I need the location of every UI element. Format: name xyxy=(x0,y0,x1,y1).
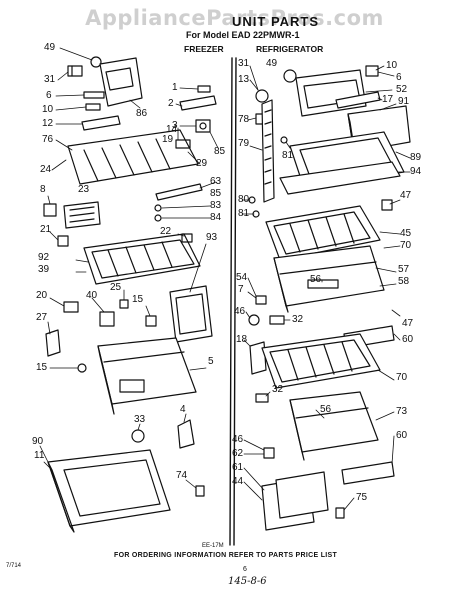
callout-number: 27 xyxy=(36,312,48,323)
callout-number: 58 xyxy=(398,276,410,287)
callout-number: 6 xyxy=(396,72,402,83)
callout-number: 10 xyxy=(386,60,398,71)
callout-number: 6 xyxy=(46,90,52,101)
callout-number: 15 xyxy=(132,294,144,305)
callout-number: 14 xyxy=(166,124,178,135)
callout-number: 86 xyxy=(136,108,148,119)
callout-number: 47 xyxy=(400,190,412,201)
callout-number: 13 xyxy=(238,74,250,85)
callout-number: 85 xyxy=(214,146,226,157)
callout-number: 92 xyxy=(38,252,50,263)
callout-number: 78 xyxy=(238,114,250,125)
callout-number: 81 xyxy=(282,150,294,161)
callout-number: 52 xyxy=(396,84,408,95)
page-title: UNIT PARTS xyxy=(232,14,320,29)
model-line: For Model EAD 22PMWR-1 xyxy=(186,30,300,40)
drawing-reference-code: EE-17M xyxy=(202,543,224,549)
callout-number: 49 xyxy=(266,58,278,69)
callout-number: 10 xyxy=(42,104,54,115)
callout-number: 7 xyxy=(238,284,244,295)
callout-number: 76 xyxy=(42,134,54,145)
callout-number: 44 xyxy=(232,476,244,487)
callout-number: 70 xyxy=(396,372,408,383)
callout-number: 32 xyxy=(292,314,304,325)
callout-number: 21 xyxy=(40,224,52,235)
callout-number: 45 xyxy=(400,228,412,239)
callout-number: 57 xyxy=(398,264,410,275)
callout-number: 18 xyxy=(236,334,248,345)
callout-number: 31 xyxy=(238,58,250,69)
callout-number: 81 xyxy=(238,208,250,219)
callout-number: 46 xyxy=(232,434,244,445)
callout-number: 54 xyxy=(236,272,248,283)
handwritten-note: 145-8-6 xyxy=(228,576,267,587)
callout-number: 33 xyxy=(134,414,146,425)
callout-number: 80 xyxy=(238,194,250,205)
callout-number: 2 xyxy=(168,98,174,109)
callout-number: 4 xyxy=(180,404,186,415)
callout-number: 12 xyxy=(42,118,54,129)
callout-number: 5 xyxy=(208,356,214,367)
callout-number: 79 xyxy=(238,138,250,149)
callout-number: 32 xyxy=(272,384,284,395)
callout-number: 90 xyxy=(32,436,44,447)
callout-number: 93 xyxy=(206,232,218,243)
section-header-refrigerator: REFRIGERATOR xyxy=(256,44,324,54)
page-number: 6 xyxy=(243,566,247,573)
callout-number: 60 xyxy=(396,430,408,441)
callout-number: 3 xyxy=(172,120,178,131)
ordering-footer-note: FOR ORDERING INFORMATION REFER TO PARTS … xyxy=(114,552,338,559)
document-code: 7/714 xyxy=(6,563,22,569)
callout-number: 46 xyxy=(234,306,246,317)
callout-number: 62 xyxy=(232,448,244,459)
callout-number: 23 xyxy=(78,184,90,195)
callout-number: 73 xyxy=(396,406,408,417)
callout-number: 20 xyxy=(36,290,48,301)
callout-number: 25 xyxy=(110,282,122,293)
callout-number: 22 xyxy=(160,226,172,237)
section-header-freezer: FREEZER xyxy=(184,44,224,54)
callout-number: 47 xyxy=(402,318,414,329)
callout-number: 24 xyxy=(40,164,52,175)
callout-number: 17 xyxy=(382,94,394,105)
callout-number: 19 xyxy=(162,134,174,145)
callout-number: 60 xyxy=(402,334,414,345)
callout-number: 70 xyxy=(400,240,412,251)
callout-number: 1 xyxy=(172,82,178,93)
callout-number: 31 xyxy=(44,74,56,85)
callout-number: 83 xyxy=(210,200,222,211)
callout-number: 39 xyxy=(38,264,50,275)
callout-number: 40 xyxy=(86,290,98,301)
callout-number: 85 xyxy=(210,188,222,199)
callout-number: 94 xyxy=(410,166,422,177)
callout-number: 74 xyxy=(176,470,188,481)
callout-number: 61 xyxy=(232,462,244,473)
callout-number: 49 xyxy=(44,42,56,53)
callout-number: 15 xyxy=(36,362,48,373)
callout-number: 56 xyxy=(320,404,332,415)
callout-number: 29 xyxy=(196,158,208,169)
callout-number: 63 xyxy=(210,176,222,187)
watermark-text: AppliancePartsPros.com xyxy=(85,6,384,30)
callout-number: 56 xyxy=(310,274,322,285)
callout-number: 75 xyxy=(356,492,368,503)
callout-number: 84 xyxy=(210,212,222,223)
callout-number: 89 xyxy=(410,152,422,163)
callout-number: 91 xyxy=(398,96,410,107)
callout-number: 11 xyxy=(34,450,45,461)
callout-number: 8 xyxy=(40,184,46,195)
